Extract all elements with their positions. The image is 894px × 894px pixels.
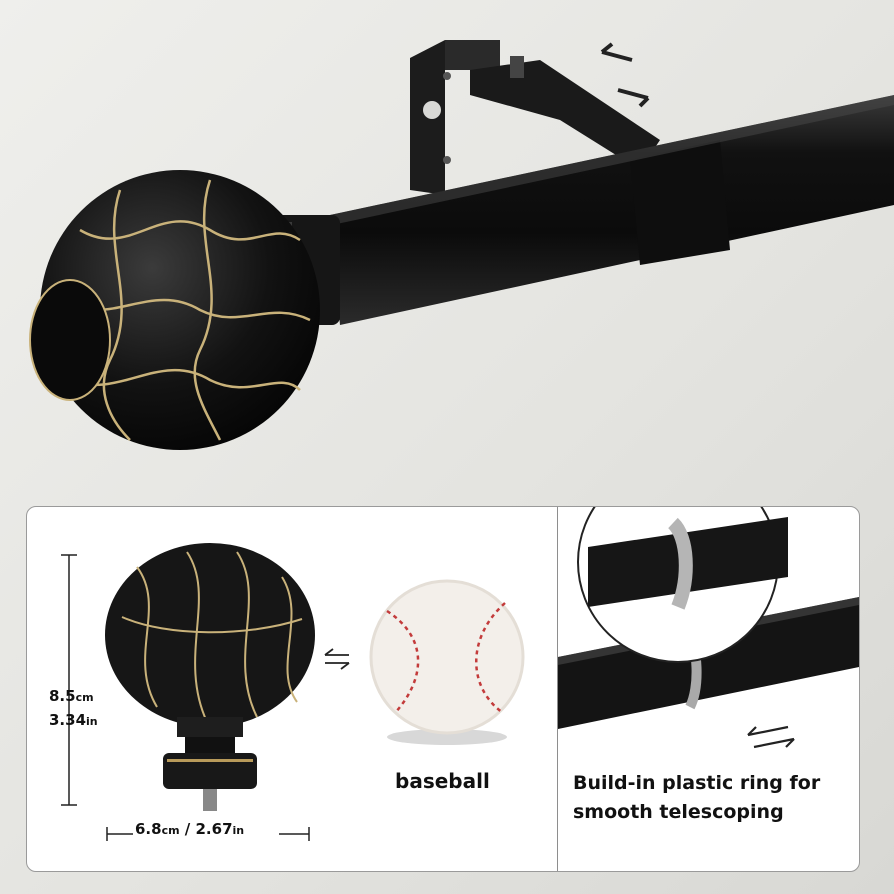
ring-detail-diagram <box>558 507 859 749</box>
panel-divider <box>557 507 558 871</box>
height-cm-value: 8.5 <box>49 687 76 705</box>
width-cm-unit: cm <box>161 824 180 837</box>
ring-caption-line1: Build-in plastic ring for <box>573 772 821 794</box>
width-in-value: 2.67 <box>195 820 233 838</box>
ring-closeup-circle <box>577 507 788 663</box>
finial-height-label: 8.5cm 3.34in <box>49 685 98 733</box>
height-in-unit: in <box>86 715 98 728</box>
baseball-label: baseball <box>395 769 490 793</box>
finial-dimension-diagram <box>61 543 525 841</box>
equivalence-arrows-icon <box>324 648 350 670</box>
finial-ball <box>29 170 320 450</box>
baseball-image <box>369 579 525 745</box>
width-in-unit: in <box>232 824 245 837</box>
height-dimension-line <box>61 554 77 806</box>
width-separator: / <box>179 820 196 838</box>
curtain-rod <box>330 95 894 325</box>
wall-bracket <box>410 40 660 195</box>
hero-product-image <box>29 40 894 450</box>
adjust-arrows-icon <box>600 42 650 108</box>
ring-caption: Build-in plastic ring for smooth telesco… <box>573 769 853 827</box>
width-dimension-line <box>106 827 310 841</box>
detail-panel: 8.5cm 3.34in 6.8cm / 2.67in baseball Bui… <box>26 506 860 872</box>
height-in-value: 3.34 <box>49 711 87 729</box>
finial-product-image <box>105 543 315 811</box>
telescoping-arrows-icon <box>747 725 795 749</box>
height-cm-unit: cm <box>75 691 94 704</box>
finial-width-label: 6.8cm / 2.67in <box>135 819 244 841</box>
width-cm-value: 6.8 <box>135 820 162 838</box>
ring-caption-line2: smooth telescoping <box>573 801 784 823</box>
